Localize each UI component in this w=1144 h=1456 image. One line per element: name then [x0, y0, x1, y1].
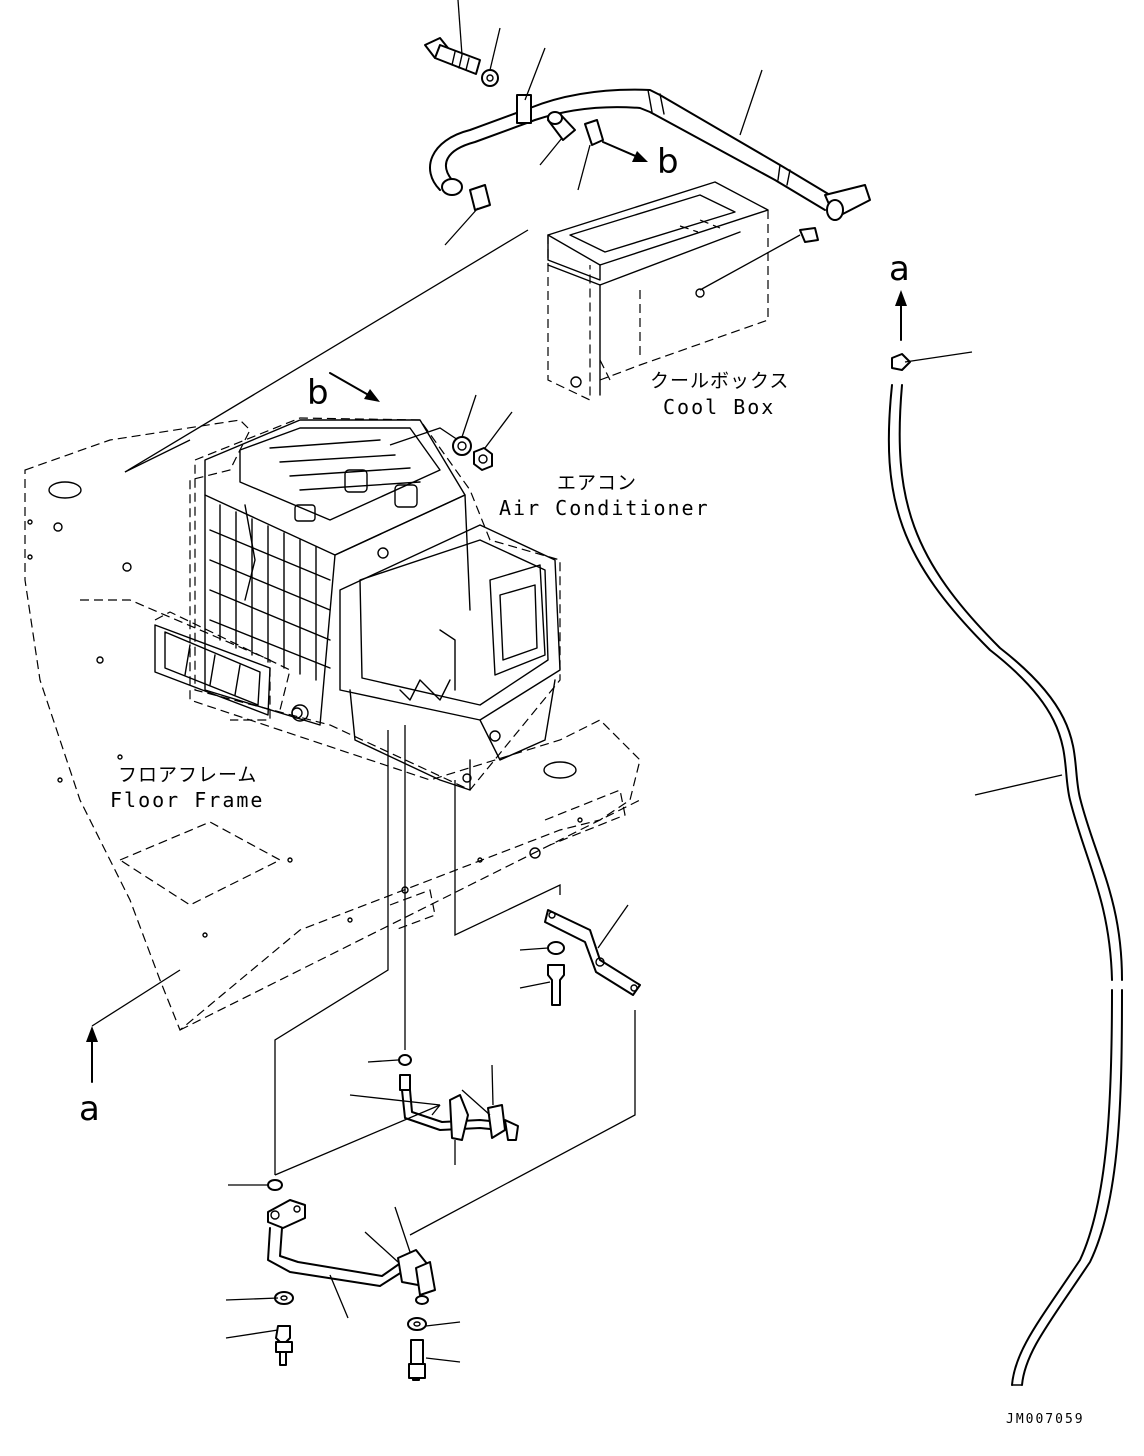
air-conditioner-unit — [154, 417, 561, 791]
floor-frame-label-en: Floor Frame — [110, 788, 265, 812]
pipe-small-middle — [367, 1054, 519, 1165]
leader-ac-to-duct — [124, 229, 529, 473]
view-marker-b-middle: b — [307, 373, 329, 413]
bolts-washers-bottom — [225, 1291, 461, 1381]
floor-frame-label-jp: フロアフレーム — [118, 764, 258, 786]
duct-pipe-top — [429, 69, 871, 221]
view-arrow-a-left — [86, 969, 181, 1083]
top-bolt-washer — [424, 0, 546, 101]
air-conditioner-label-jp: エアコン — [557, 472, 638, 494]
air-conditioner-label-en: Air Conditioner — [499, 496, 710, 520]
view-arrow-b-upper — [602, 141, 648, 162]
leader-ac-right — [389, 427, 459, 446]
drawing-id: JM007059 — [1006, 1412, 1085, 1427]
view-marker-a-left: a — [79, 1089, 100, 1129]
drain-hose-right — [887, 351, 1123, 1386]
leader-frames-lower — [274, 725, 636, 1236]
view-arrow-a-right — [895, 290, 907, 341]
cool-box-label-jp: クールボックス — [650, 370, 790, 392]
pipe-bottom-main — [267, 1199, 436, 1319]
view-marker-b-upper: b — [657, 142, 679, 182]
hose-clip-pieces — [444, 111, 819, 291]
cool-box — [547, 181, 769, 401]
leader-ac-left — [124, 439, 191, 473]
view-marker-a-right: a — [889, 249, 910, 289]
o-ring-left — [267, 1179, 283, 1191]
cool-box-label-en: Cool Box — [663, 395, 776, 419]
bracket-upper-right — [519, 904, 641, 1006]
ac-washer-nut — [452, 394, 513, 471]
view-arrow-b-middle — [329, 372, 380, 402]
